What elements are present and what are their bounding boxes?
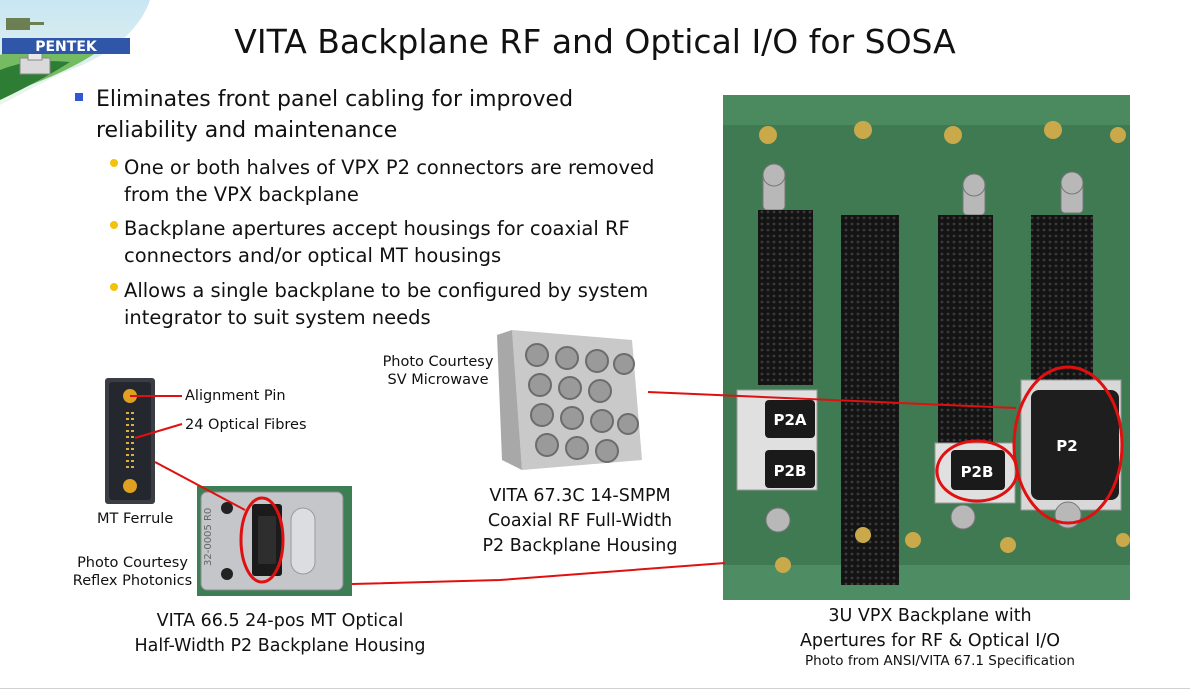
bottom-divider (0, 688, 1190, 689)
sub-bullet-2-line-2: connectors and/or optical MT housings (124, 244, 502, 267)
reflex-courtesy: Photo Courtesy Reflex Photonics (70, 554, 195, 590)
rf-caption-line-2: Coaxial RF Full-Width (487, 511, 673, 531)
backplane-caption: 3U VPX Backplane with Apertures for RF &… (780, 604, 1080, 654)
main-bullet-line-1: Eliminates front panel cabling for impro… (96, 87, 574, 112)
optical-fibres-label: 24 Optical Fibres (185, 417, 307, 433)
mt-ferrule-label: MT Ferrule (97, 511, 174, 527)
board-text: 32-0005 R0 (203, 508, 214, 566)
main-bullet: Eliminates front panel cabling for impro… (96, 84, 573, 146)
housing-to-p2b-line (351, 562, 726, 585)
bullet-square (75, 93, 83, 101)
rf-housing-caption: VITA 67.3C 14-SMPM Coaxial RF Full-Width… (470, 484, 690, 559)
sv-courtesy-line-1: Photo Courtesy (382, 354, 494, 370)
label-p2b-left: P2B (774, 462, 807, 480)
bullet-dot (110, 221, 118, 229)
sub-bullet-3-line-2: integrator to suit system needs (124, 306, 431, 329)
backplane-caption-line-1: 3U VPX Backplane with (828, 606, 1032, 626)
mt-ferrule-photo (105, 378, 155, 504)
slide-title: VITA Backplane RF and Optical I/O for SO… (234, 22, 956, 61)
rf-caption-line-1: VITA 67.3C 14-SMPM (489, 486, 671, 506)
sub-bullet-3-line-1: Allows a single backplane to be configur… (124, 279, 649, 302)
label-p2a: P2A (773, 411, 806, 429)
sub-bullet-3: Allows a single backplane to be configur… (124, 277, 648, 331)
sub-bullet-1-line-1: One or both halves of VPX P2 connectors … (124, 156, 655, 179)
reflex-courtesy-line-1: Photo Courtesy (77, 555, 188, 571)
backplane-caption-line-2: Apertures for RF & Optical I/O (799, 631, 1061, 651)
sub-bullet-1-line-2: from the VPX backplane (124, 183, 359, 206)
reflex-courtesy-line-2: Reflex Photonics (72, 573, 193, 589)
label-p2: P2 (1056, 437, 1077, 455)
label-p2b-right: P2B (961, 463, 994, 481)
optical-caption-line-1: VITA 66.5 24-pos MT Optical (156, 611, 404, 631)
alignment-pin-label: Alignment Pin (185, 388, 286, 404)
photo-source: Photo from ANSI/VITA 67.1 Specification (805, 653, 1075, 669)
backplane-photo: P2A P2B P2B P2 (723, 95, 1130, 600)
sub-bullet-2-line-1: Backplane apertures accept housings for … (124, 217, 630, 240)
sv-courtesy: Photo Courtesy SV Microwave (378, 353, 498, 389)
bullet-dot (110, 283, 118, 291)
sub-bullet-1: One or both halves of VPX P2 connectors … (124, 154, 654, 208)
pentek-logo: PENTEK (0, 0, 150, 105)
bullet-dot (110, 159, 118, 167)
sv-courtesy-line-2: SV Microwave (387, 372, 489, 388)
optical-caption-line-2: Half-Width P2 Backplane Housing (134, 636, 426, 656)
optical-housing-photo: 32-0005 R0 (197, 486, 352, 596)
rf-housing-photo (492, 320, 652, 478)
main-bullet-line-2: reliability and maintenance (96, 118, 398, 143)
sub-bullet-2: Backplane apertures accept housings for … (124, 215, 630, 269)
rf-caption-line-3: P2 Backplane Housing (482, 536, 678, 556)
logo-text: PENTEK (35, 39, 98, 55)
optical-housing-caption: VITA 66.5 24-pos MT Optical Half-Width P… (110, 609, 450, 659)
